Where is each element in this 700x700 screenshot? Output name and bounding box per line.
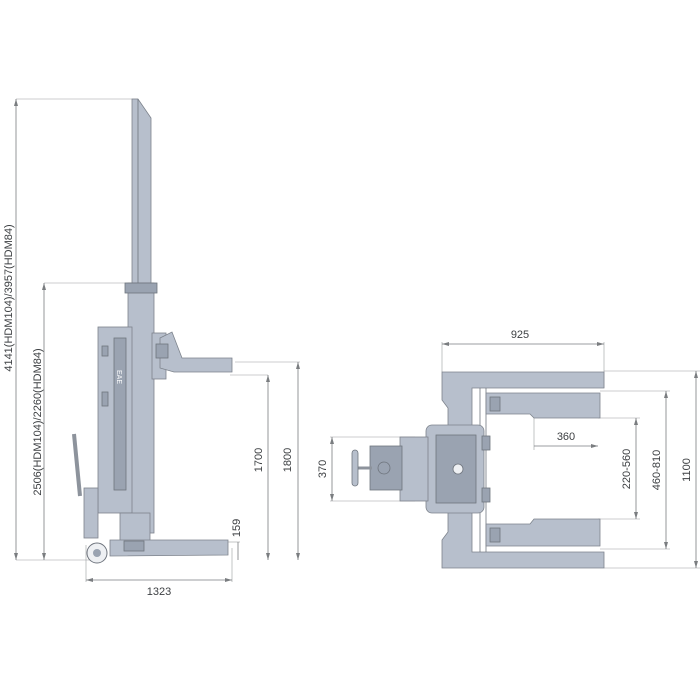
arrow-icon (42, 553, 46, 560)
fork-arm (159, 331, 233, 373)
arm-clamp (489, 527, 501, 543)
dim-1323-label: 1323 (147, 586, 171, 598)
column-cap (124, 282, 158, 294)
dim-total-height-label: 4141(HDM104)/3957(HDM84) (3, 224, 15, 371)
housing-panel (113, 337, 127, 491)
dim-1100-label: 1100 (681, 458, 693, 482)
arrow-icon (14, 99, 18, 106)
wheel-hub (93, 549, 101, 557)
handle-grip[interactable] (351, 449, 359, 487)
arrow-icon (14, 553, 18, 560)
dim-360-label: 360 (557, 431, 575, 443)
arrow-icon (442, 342, 449, 346)
pump-unit (83, 487, 99, 539)
arrow-icon (266, 553, 270, 560)
arrow-icon (42, 283, 46, 290)
arrow-icon (266, 375, 270, 382)
arrow-icon (664, 542, 668, 549)
arrow-icon (330, 494, 334, 501)
dim-925-label: 925 (511, 329, 529, 341)
arrow-icon (597, 342, 604, 346)
base-foot (123, 540, 145, 552)
brand-logo: EAE (115, 370, 122, 384)
dim-460-810-label: 460-810 (651, 450, 663, 490)
carriage-pin (481, 435, 491, 451)
carriage-pivot (452, 463, 464, 475)
side-view: 4141(HDM104)/3957(HDM84) 2506(HDM104)/22… (3, 98, 300, 598)
dim-column-height-label: 2506(HDM104)/2260(HDM84) (32, 348, 44, 495)
arrow-icon (634, 512, 638, 519)
carriage-pin (481, 487, 491, 503)
pump-cylinder (377, 461, 391, 475)
arrow-icon (694, 561, 698, 568)
column-base (119, 512, 151, 542)
upper-arm (485, 392, 601, 419)
outer-frame (441, 371, 605, 569)
arrow-icon (296, 362, 300, 369)
handle-bar[interactable] (72, 433, 82, 497)
lower-arm (485, 518, 601, 547)
arrow-icon (591, 444, 598, 448)
dim-1700-label: 1700 (253, 448, 265, 472)
arm-clamp (489, 396, 501, 412)
housing-port (101, 345, 109, 357)
arrow-icon (86, 578, 93, 582)
arrow-icon (330, 437, 334, 444)
arrow-icon (694, 371, 698, 378)
dim-220-560-label: 220-560 (621, 449, 633, 489)
dim-159-label: 159 (231, 519, 243, 537)
housing-port (101, 391, 109, 407)
carriage-bracket (155, 343, 169, 359)
arrow-icon (634, 418, 638, 425)
upper-mast (131, 98, 152, 291)
arrow-icon (296, 553, 300, 560)
arrow-icon (225, 578, 232, 582)
pump-housing (399, 436, 429, 502)
dim-370-label: 370 (317, 460, 329, 478)
arrow-icon (664, 391, 668, 398)
dim-1800-label: 1800 (282, 448, 294, 472)
top-view: 925 370 360 220-560 460-810 1100 (317, 329, 700, 569)
